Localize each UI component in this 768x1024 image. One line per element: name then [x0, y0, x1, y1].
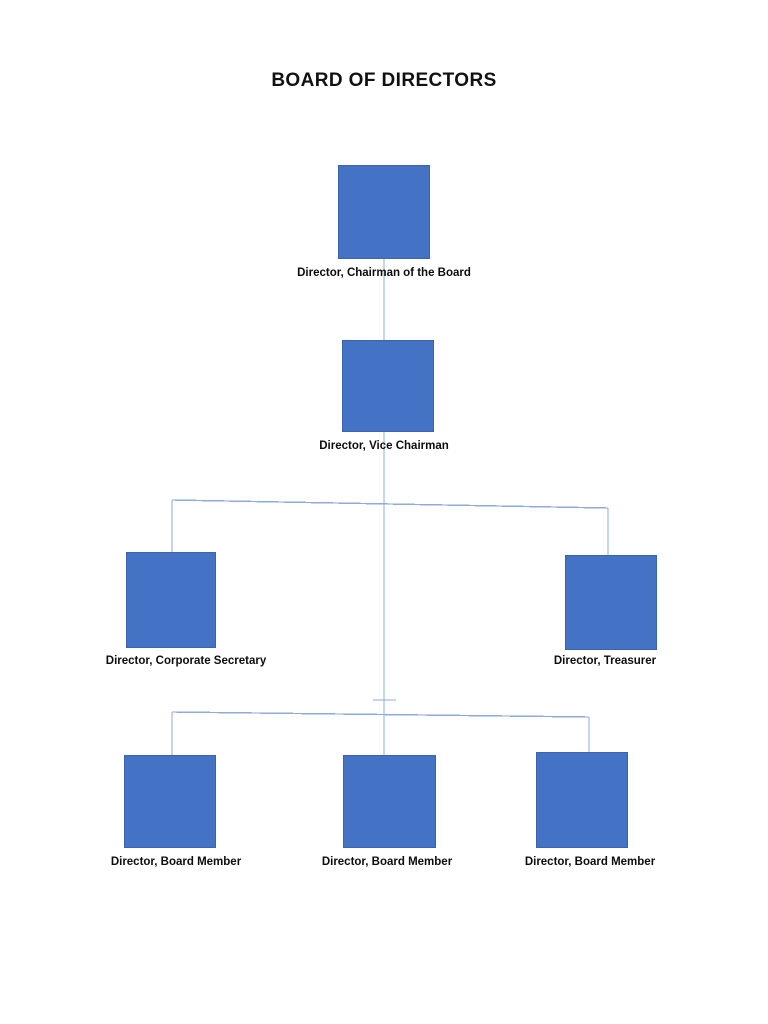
node-box-vice-chairman[interactable] — [342, 340, 434, 432]
page-title: BOARD OF DIRECTORS — [271, 70, 497, 91]
node-label-board-member-2: Director, Board Member — [321, 856, 453, 868]
node-label-treasurer: Director, Treasurer — [553, 655, 657, 667]
node-box-board-member-2[interactable] — [343, 755, 436, 848]
bus-level-3 — [171, 499, 609, 509]
bus-level-4 — [171, 711, 590, 718]
node-box-chairman[interactable] — [338, 165, 430, 259]
node-box-board-member-1[interactable] — [124, 755, 216, 848]
node-box-treasurer[interactable] — [565, 555, 657, 650]
node-label-chairman: Director, Chairman of the Board — [297, 267, 471, 279]
node-label-corporate-secretary: Director, Corporate Secretary — [105, 655, 267, 667]
node-label-vice-chairman: Director, Vice Chairman — [319, 440, 449, 452]
node-label-board-member-3: Director, Board Member — [524, 856, 656, 868]
node-box-corporate-secretary[interactable] — [126, 552, 216, 648]
node-box-board-member-3[interactable] — [536, 752, 628, 848]
node-label-board-member-1: Director, Board Member — [110, 856, 242, 868]
